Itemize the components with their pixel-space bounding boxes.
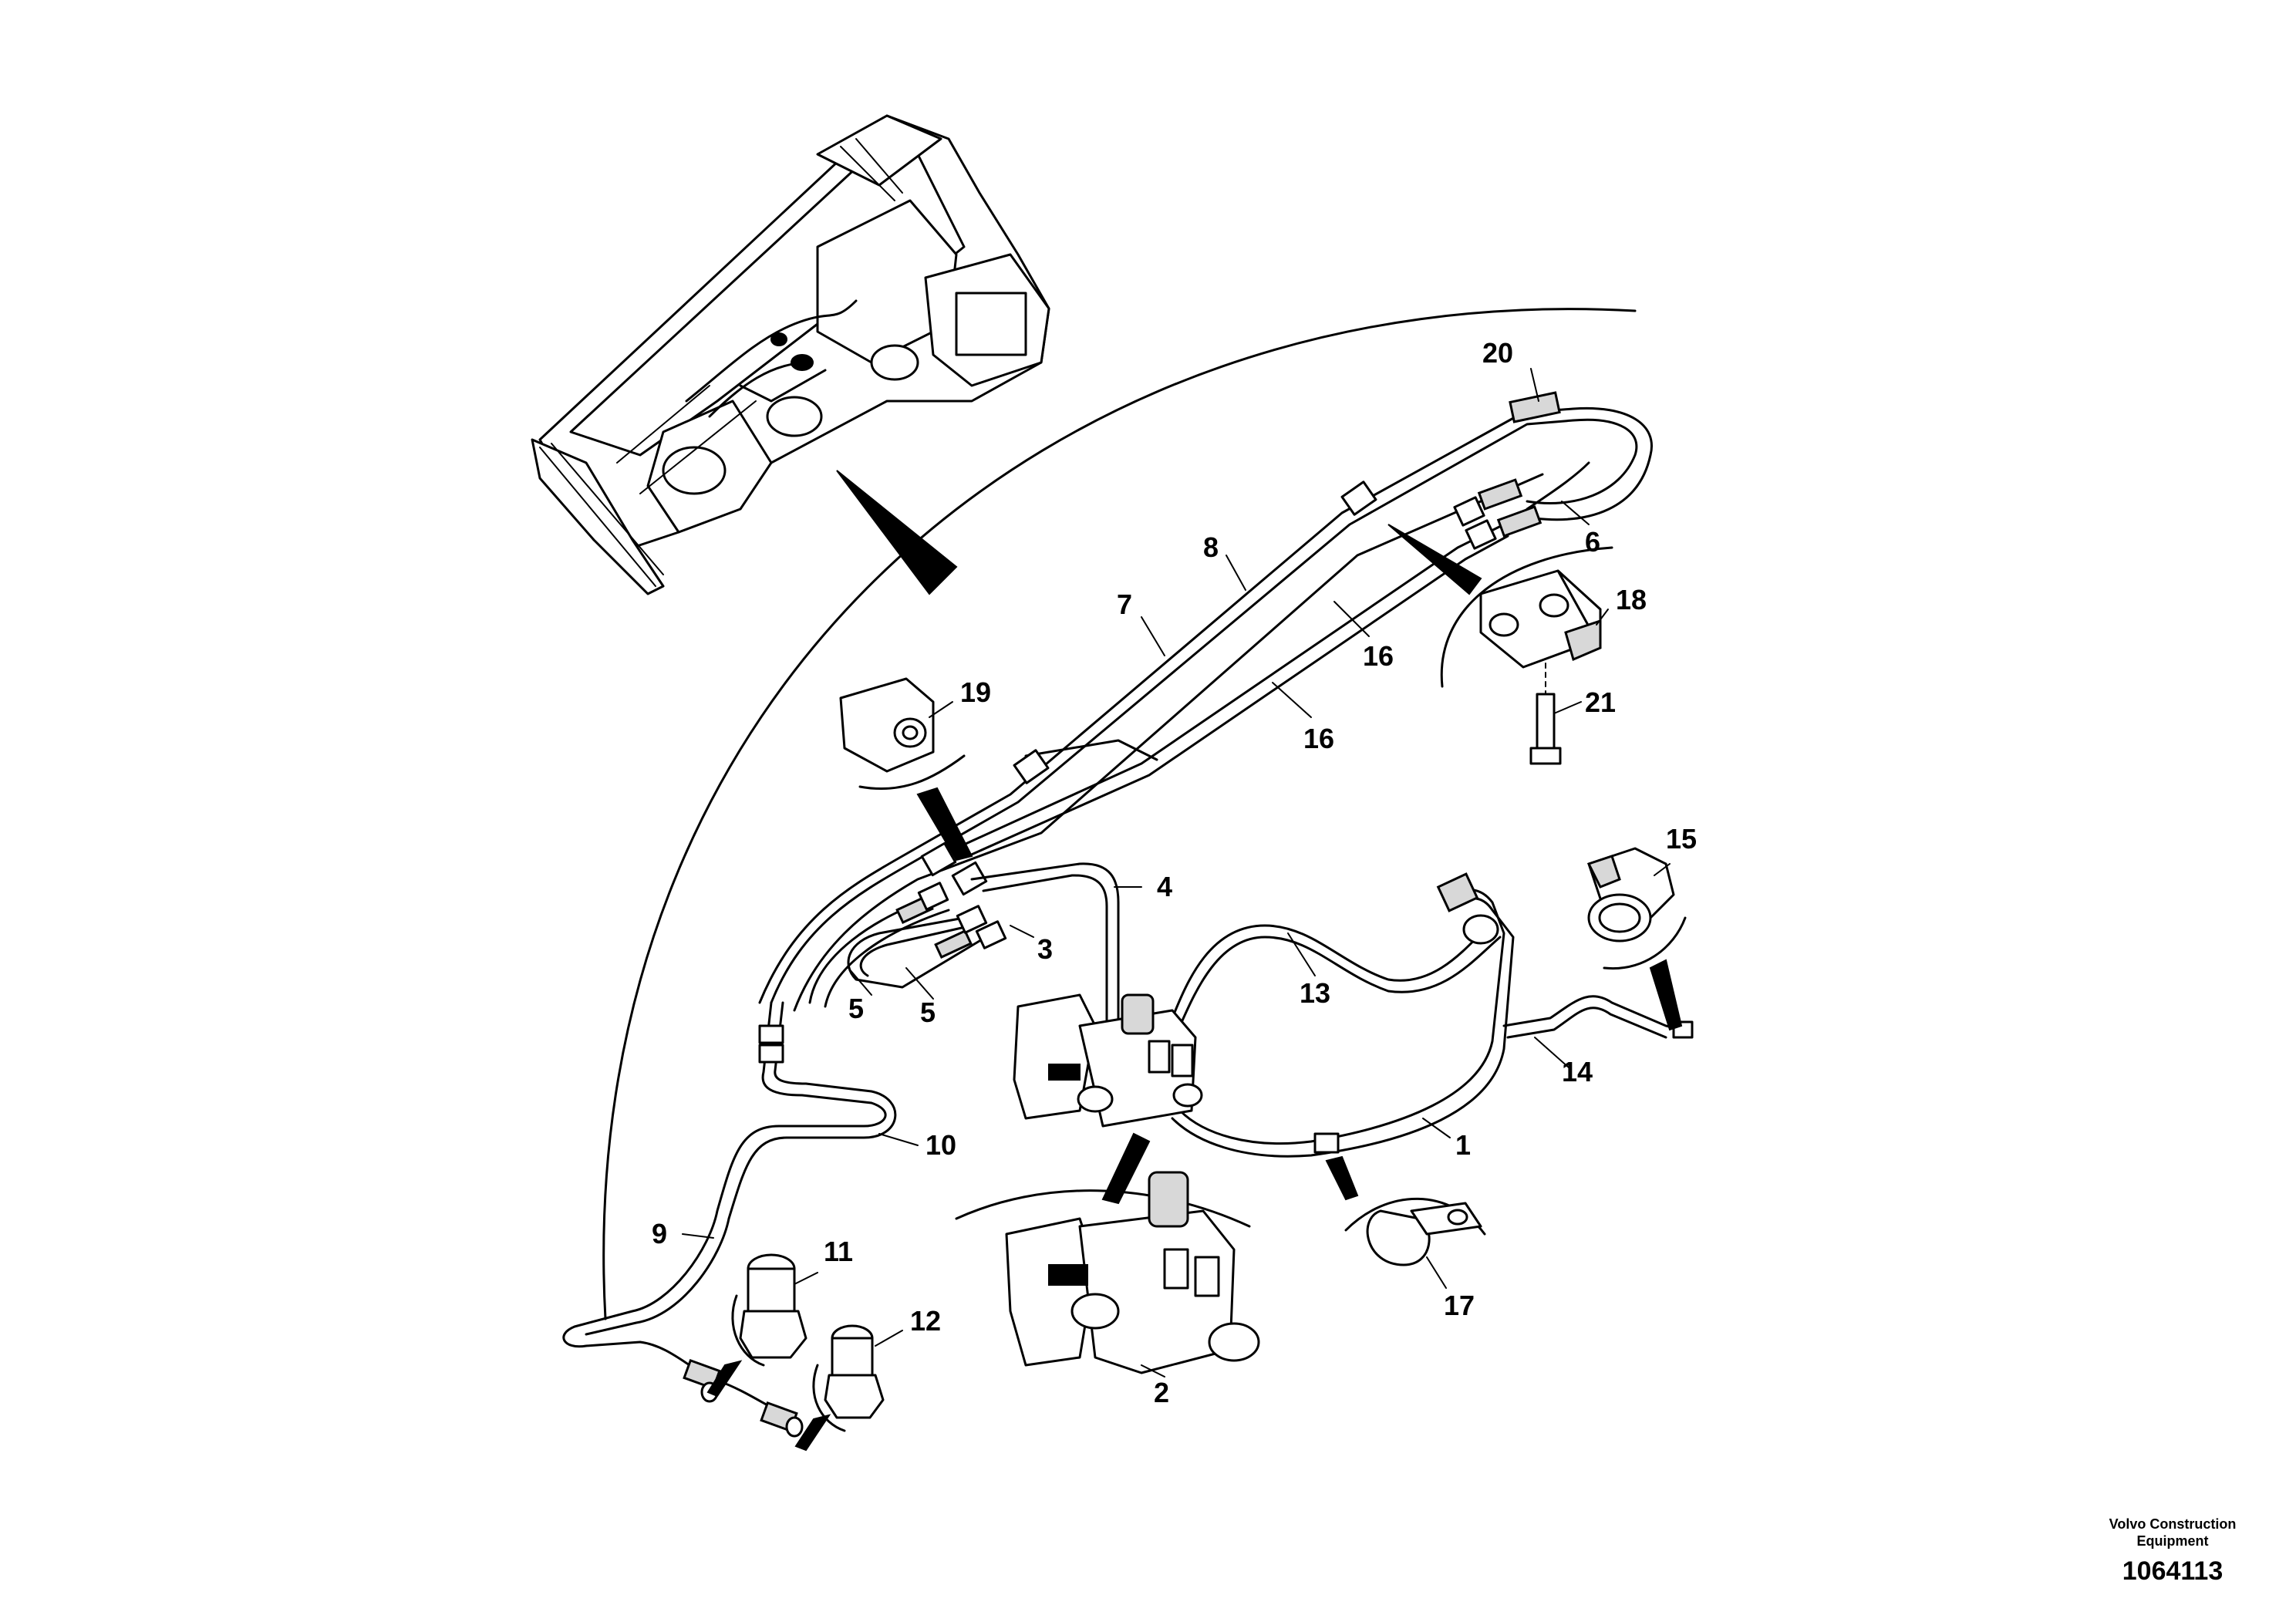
callout-12: 12	[910, 1305, 941, 1337]
callout-14: 14	[1562, 1056, 1593, 1088]
callout-1: 1	[1455, 1129, 1471, 1161]
clamp-block-18-illustration	[1479, 569, 1602, 669]
document-number: 1064113	[2122, 1556, 2224, 1586]
fitting-11-illustration	[731, 1253, 807, 1367]
fitting-15-illustration	[1586, 847, 1687, 970]
callout-8: 8	[1203, 531, 1219, 563]
valve-assembly-center	[1013, 993, 1203, 1128]
pointer-2	[1101, 1132, 1151, 1205]
detail-pointer	[836, 470, 958, 595]
pipe-assembly-right	[1171, 872, 1694, 1158]
leader-lines	[682, 368, 1671, 1378]
pointer-11	[706, 1360, 743, 1398]
callout-18: 18	[1616, 584, 1647, 615]
pointer-18	[1387, 524, 1482, 595]
fitting-12-illustration	[812, 1324, 885, 1432]
callout-4: 4	[1157, 871, 1172, 902]
inset-arc-2	[955, 1189, 1251, 1228]
pointer-12	[794, 1414, 831, 1452]
callout-5b: 5	[920, 996, 936, 1028]
callout-5a: 5	[848, 993, 864, 1024]
callout-19: 19	[960, 676, 991, 708]
callout-16b: 16	[1303, 723, 1334, 754]
clamp-17-illustration	[1366, 1202, 1482, 1266]
valve-block-2-illustration	[1005, 1171, 1260, 1374]
hose-loop-top	[1453, 391, 1653, 550]
callout-21: 21	[1585, 686, 1616, 718]
machine-overview-illustration	[531, 114, 1050, 595]
callout-7: 7	[1117, 588, 1132, 620]
bolt-21-illustration	[1529, 663, 1562, 765]
callout-9: 9	[652, 1218, 667, 1249]
callout-11: 11	[824, 1236, 853, 1267]
callout-15: 15	[1666, 823, 1697, 855]
clamp-block-19-illustration	[839, 677, 966, 791]
callout-17: 17	[1444, 1290, 1475, 1321]
callout-20: 20	[1482, 337, 1513, 369]
hose-assembly-lower	[562, 1001, 897, 1438]
inset-arc-18	[1440, 546, 1613, 688]
callout-2: 2	[1154, 1377, 1169, 1408]
brand-label: Volvo Construction Equipment	[2109, 1516, 2237, 1549]
detail-frame-arc	[602, 308, 1637, 1320]
callout-labels: 1 2 3 4 5 5 6 6 7 8 9 10 11 12 13 14 15 …	[652, 337, 1697, 1408]
callout-10: 10	[925, 1129, 956, 1161]
pointer-19	[916, 787, 973, 862]
callout-13: 13	[1300, 977, 1330, 1009]
pointer-17	[1325, 1155, 1359, 1201]
callout-16a: 16	[1363, 640, 1394, 672]
callout-6a: 6	[1585, 526, 1600, 558]
callout-3: 3	[1037, 933, 1053, 965]
pointer-15	[1649, 959, 1683, 1031]
pipe-assembly-mid	[808, 862, 1120, 1066]
